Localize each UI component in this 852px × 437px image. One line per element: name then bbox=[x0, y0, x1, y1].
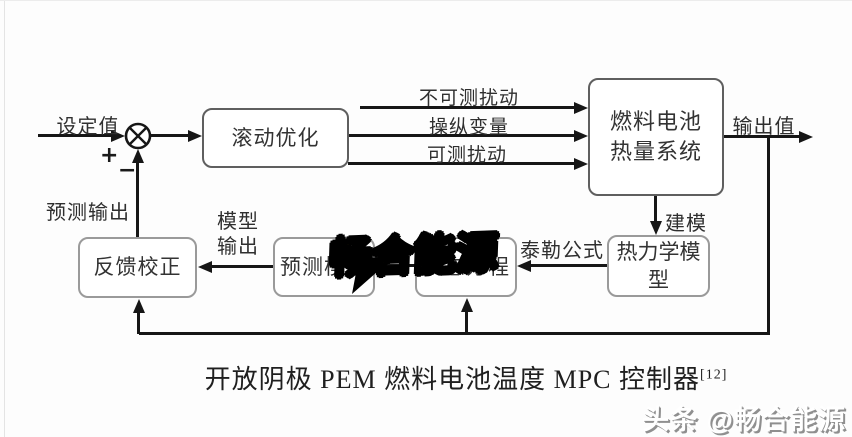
feedback-to-correction-line bbox=[137, 308, 140, 334]
measurable-disturbance-arrowhead bbox=[574, 158, 588, 170]
modeling-line bbox=[654, 196, 657, 224]
setpoint-line bbox=[38, 134, 114, 137]
unmeasurable-disturbance-arrowhead bbox=[574, 102, 588, 114]
prediction-to-correction-line bbox=[209, 265, 273, 268]
figure-caption: 开放阴极 PEM 燃料电池温度 MPC 控制器[12] bbox=[80, 359, 852, 396]
figure-caption-text: 开放阴极 PEM 燃料电池温度 MPC 控制器 bbox=[204, 365, 701, 394]
prediction-to-correction-arrowhead bbox=[198, 261, 212, 273]
thermodynamic-model-label: 热力学模型 bbox=[616, 239, 701, 292]
manipulated-variable-arrowhead bbox=[574, 130, 588, 142]
output-value-label: 输出值 bbox=[732, 116, 796, 138]
measurable-disturbance-label: 可测扰动 bbox=[426, 145, 507, 166]
correction-to-sum-arrowhead bbox=[131, 149, 144, 163]
fuel-cell-system-block: 燃料电池 热量系统 bbox=[588, 78, 724, 196]
center-watermark: 畅合能源 bbox=[328, 228, 501, 284]
measurable-disturbance-line bbox=[348, 162, 577, 165]
fuel-cell-system-label-line1: 燃料电池 bbox=[609, 109, 702, 135]
output-line bbox=[724, 135, 802, 138]
predicted-output-label: 预测输出 bbox=[46, 202, 130, 224]
modeling-label: 建模 bbox=[665, 213, 707, 235]
sum-to-optimizer-line bbox=[151, 134, 189, 137]
manipulated-variable-line bbox=[349, 134, 577, 137]
rolling-optimization-label: 滚动优化 bbox=[231, 125, 320, 150]
toutiao-watermark: 头条 @畅合能源 bbox=[642, 405, 846, 435]
page-edge-left bbox=[4, 0, 5, 437]
state-equation-block: 状态方程 bbox=[415, 237, 517, 297]
modeling-arrowhead bbox=[649, 221, 662, 235]
feedback-to-state-equation-line bbox=[465, 307, 468, 334]
page-edge-top bbox=[0, 0, 852, 1]
model-output-label-line1: 模型 bbox=[217, 211, 259, 233]
state-to-prediction-line bbox=[387, 264, 415, 267]
model-output-label: 模型 输出 bbox=[212, 210, 264, 260]
setpoint-label: 设定值 bbox=[56, 116, 120, 138]
model-output-label-line2: 输出 bbox=[217, 236, 259, 258]
feedback-branch-vertical-line bbox=[767, 135, 770, 335]
sum-to-optimizer-arrowhead bbox=[188, 130, 202, 142]
fuel-cell-system-label-line2: 热量系统 bbox=[609, 139, 702, 164]
minus-sign: − bbox=[118, 158, 137, 183]
state-equation-label: 状态方程 bbox=[422, 254, 510, 279]
thermodynamic-model-block: 热力学模型 bbox=[607, 235, 710, 297]
feedback-correction-block: 反馈校正 bbox=[78, 237, 197, 298]
correction-to-sum-line bbox=[136, 160, 139, 237]
rolling-optimization-block: 滚动优化 bbox=[202, 108, 349, 168]
feedback-to-correction-arrowhead bbox=[132, 299, 145, 313]
feedback-to-state-equation-arrowhead bbox=[460, 298, 473, 312]
unmeasurable-disturbance-label: 不可测扰动 bbox=[418, 88, 519, 109]
summing-junction-icon bbox=[124, 122, 152, 150]
unmeasurable-disturbance-line bbox=[360, 106, 577, 109]
prediction-model-label: 预测模型 bbox=[280, 254, 368, 279]
feedback-correction-label: 反馈校正 bbox=[93, 255, 182, 280]
feedback-bottom-line bbox=[139, 332, 770, 335]
setpoint-arrowhead bbox=[111, 130, 125, 142]
manipulated-variable-label: 操纵变量 bbox=[428, 117, 509, 138]
thermo-to-state-line bbox=[528, 264, 607, 267]
output-arrowhead bbox=[799, 131, 813, 143]
figure-caption-reference: [12] bbox=[700, 367, 728, 383]
taylor-formula-label: 泰勒公式 bbox=[520, 240, 604, 262]
plus-sign: + bbox=[100, 143, 119, 168]
thermo-to-state-arrowhead bbox=[517, 260, 531, 272]
